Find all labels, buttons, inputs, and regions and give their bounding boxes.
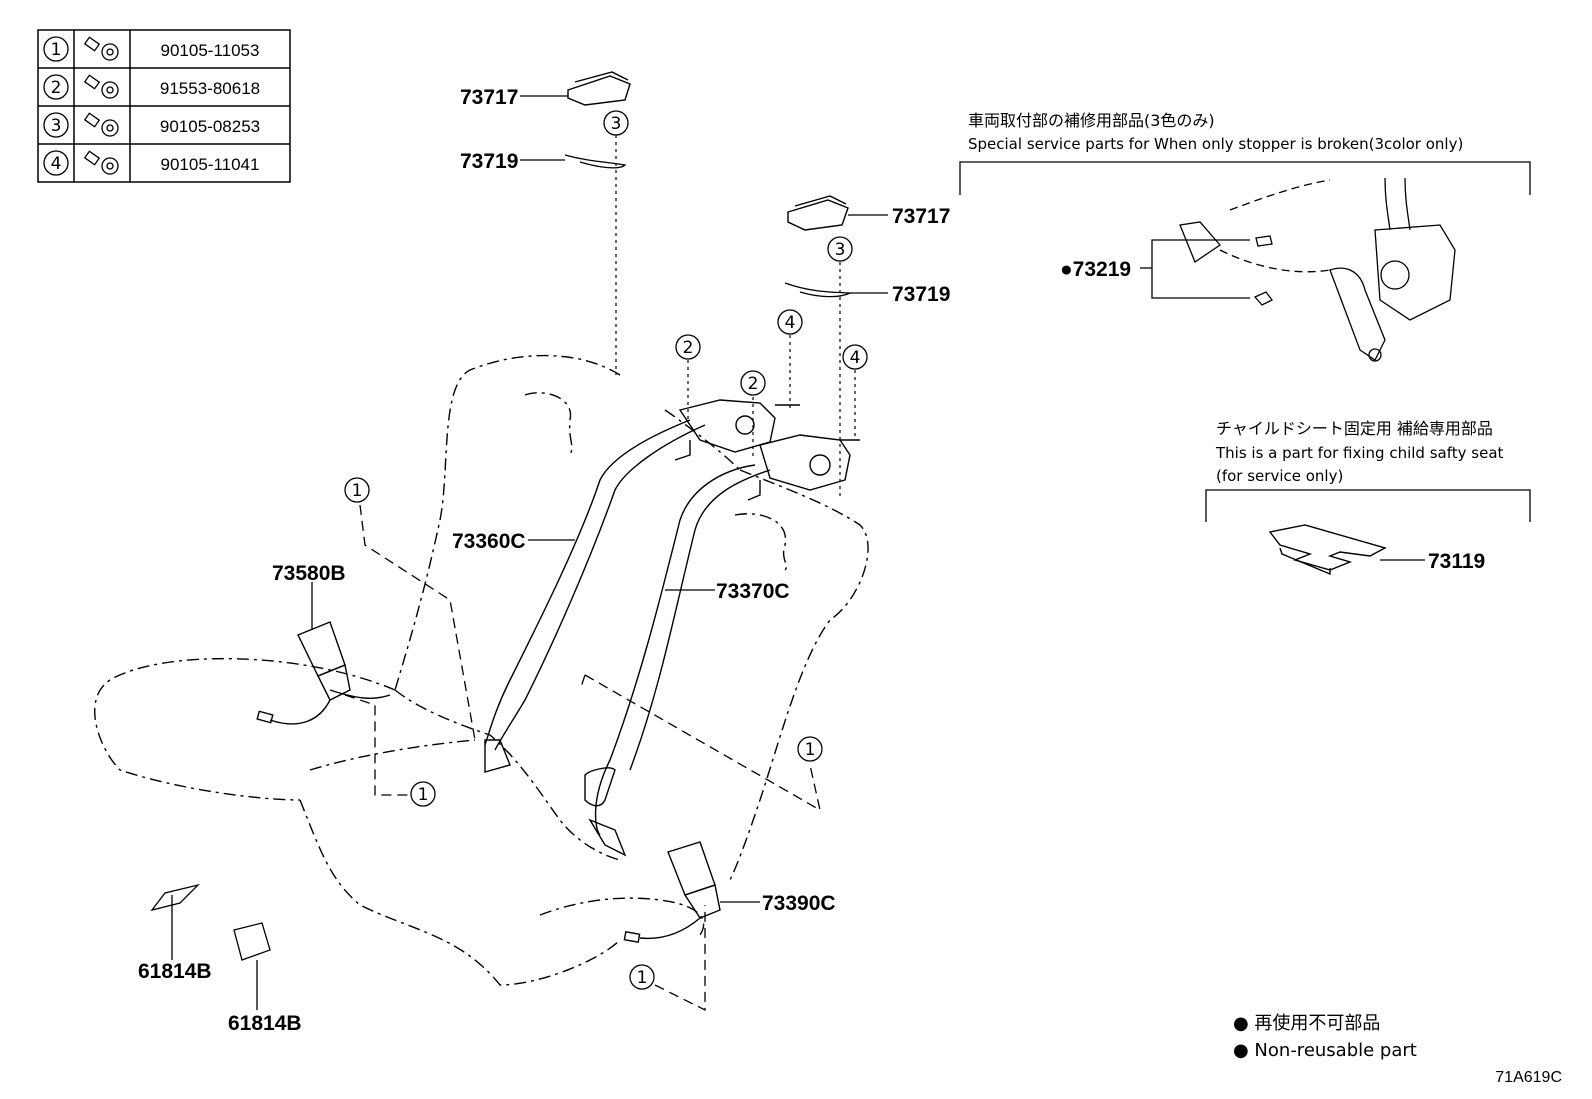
callout-73219-bracket xyxy=(1140,239,1250,299)
bolt-ref-4: 4 xyxy=(51,154,62,174)
stopper-73719-top xyxy=(564,154,627,169)
anchor-stopper-drawing xyxy=(1179,177,1456,362)
ref-2: 2 xyxy=(683,338,694,358)
service-note-jp: 車両取付部の補修用部品(3色のみ) xyxy=(968,111,1215,130)
child-bracket xyxy=(1205,489,1531,522)
part-label-73719: 73719 xyxy=(460,150,518,173)
cap-61814b-a xyxy=(150,883,201,912)
bolt-icon xyxy=(83,36,119,61)
right-belt-assembly xyxy=(584,434,860,857)
part-label-73719: 73719 xyxy=(892,283,950,306)
part-label-73119: 73119 xyxy=(1428,550,1485,573)
buckle-73580b xyxy=(256,621,391,725)
child-note-jp: チャイルドシート固定用 補給専用部品 xyxy=(1216,419,1493,438)
bolt-row-3: 3 90105-08253 xyxy=(43,112,260,138)
seat-outline xyxy=(94,354,869,986)
ref-3: 3 xyxy=(611,114,622,134)
ref1-dashes xyxy=(344,504,821,1012)
part-label-73580b: 73580B xyxy=(272,562,346,585)
anchor-cover-73717-right xyxy=(787,195,849,231)
ref-circle-numbers: 3 3 2 2 4 4 1 1 1 1 xyxy=(352,114,861,988)
bolt-ref-2: 2 xyxy=(51,78,62,98)
ref-4: 4 xyxy=(850,348,861,368)
part-label-73219: ●73219 xyxy=(1060,258,1131,281)
bolt-part-number: 91553-80618 xyxy=(160,79,260,98)
part-label-73360c: 73360C xyxy=(452,530,526,553)
bolt-part-number: 90105-11053 xyxy=(161,41,260,60)
bolt-ref-3: 3 xyxy=(51,116,62,136)
child-note-en-1: This is a part for fixing child safty se… xyxy=(1215,444,1504,462)
callout-lines xyxy=(171,95,888,1010)
part-label-73717: 73717 xyxy=(460,86,518,109)
bolt-part-number: 90105-11041 xyxy=(161,155,260,174)
bolt-icon xyxy=(83,112,119,137)
leader-dashes xyxy=(615,135,856,500)
legend-en: ● Non-reusable part xyxy=(1233,1040,1417,1061)
ref-circles xyxy=(344,110,868,990)
legend-jp: ● 再使用不可部品 xyxy=(1233,1013,1380,1034)
ref-3: 3 xyxy=(835,240,846,260)
part-label-61814b: 61814B xyxy=(228,1012,302,1035)
part-label-73717: 73717 xyxy=(892,205,950,228)
service-bracket xyxy=(959,161,1531,195)
service-note-en: Special service parts for When only stop… xyxy=(968,135,1463,153)
bolt-row-2: 2 91553-80618 xyxy=(43,74,260,100)
ref-1: 1 xyxy=(352,481,363,501)
ref-4: 4 xyxy=(785,313,796,333)
ref-1: 1 xyxy=(418,785,429,805)
ref-1: 1 xyxy=(805,740,816,760)
bolt-part-number: 90105-08253 xyxy=(160,117,260,136)
bolt-row-1: 1 90105-11053 xyxy=(43,36,260,62)
child-note-en-2: (for service only) xyxy=(1216,467,1343,485)
bolt-table xyxy=(37,29,291,183)
part-label-73390c: 73390C xyxy=(762,892,836,915)
stopper-73719-right xyxy=(784,282,853,298)
part-label-73370c: 73370C xyxy=(716,580,790,603)
cap-61814b-b xyxy=(233,922,271,961)
bolt-row-4: 4 90105-11041 xyxy=(43,150,260,176)
bolt-ref-1: 1 xyxy=(51,40,62,60)
bolt-icon xyxy=(83,74,119,99)
buckle-73390c xyxy=(623,841,721,943)
bolt-icon xyxy=(83,150,119,175)
ref-1: 1 xyxy=(637,968,648,988)
left-belt-assembly xyxy=(484,399,800,773)
part-label-61814b: 61814B xyxy=(138,960,212,983)
anchor-cover-73717-top xyxy=(567,71,631,106)
child-seat-plate-73119 xyxy=(1268,524,1387,576)
drawing-code: 71A619C xyxy=(1495,1069,1562,1086)
ref-2: 2 xyxy=(748,374,759,394)
